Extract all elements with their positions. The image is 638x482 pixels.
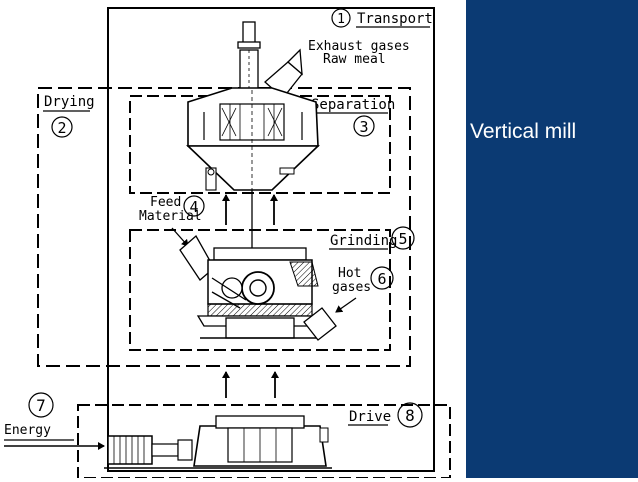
outlet-pipe bbox=[237, 21, 261, 91]
drive-number-circle bbox=[397, 402, 423, 428]
drive-label: Drive bbox=[349, 409, 391, 425]
hot-gases-inlet bbox=[303, 297, 357, 341]
drying-label: Drying bbox=[44, 94, 95, 110]
separation-label: Separation bbox=[311, 97, 395, 113]
raw-meal-label: Raw meal bbox=[323, 52, 386, 67]
energy-label: Energy bbox=[4, 423, 51, 438]
transport-number: 1 bbox=[337, 12, 345, 27]
hot-number: 6 bbox=[377, 270, 386, 288]
grinding-box bbox=[129, 229, 391, 351]
grinding-mill bbox=[196, 247, 324, 339]
title-panel bbox=[466, 0, 638, 478]
separation-number-circle bbox=[353, 115, 375, 137]
hot-label: Hot bbox=[338, 266, 361, 281]
gases-label: gases bbox=[332, 280, 371, 295]
grinding-number: 5 bbox=[398, 230, 407, 248]
separator-housing bbox=[186, 87, 320, 191]
feed-number: 4 bbox=[189, 198, 198, 216]
hot-number-circle bbox=[370, 266, 394, 290]
drive-number: 8 bbox=[405, 406, 415, 425]
energy-number-circle bbox=[28, 392, 54, 418]
grinding-label: Grinding bbox=[330, 233, 397, 249]
exhaust-gases-label: Exhaust gases bbox=[308, 39, 410, 54]
drying-box bbox=[37, 87, 411, 367]
feed-number-circle bbox=[183, 195, 205, 217]
slide-title: Vertical mill bbox=[470, 120, 577, 143]
feed-label: Feed bbox=[150, 195, 181, 210]
drying-number-circle bbox=[51, 116, 73, 138]
transport-box bbox=[107, 7, 435, 472]
drying-number: 2 bbox=[57, 119, 66, 137]
energy-number: 7 bbox=[36, 396, 46, 415]
grinding-number-circle bbox=[391, 226, 415, 250]
transport-number-circle bbox=[331, 8, 351, 28]
drive-machinery bbox=[104, 415, 332, 469]
separation-number: 3 bbox=[359, 118, 368, 136]
transport-label: Transport bbox=[357, 11, 433, 27]
